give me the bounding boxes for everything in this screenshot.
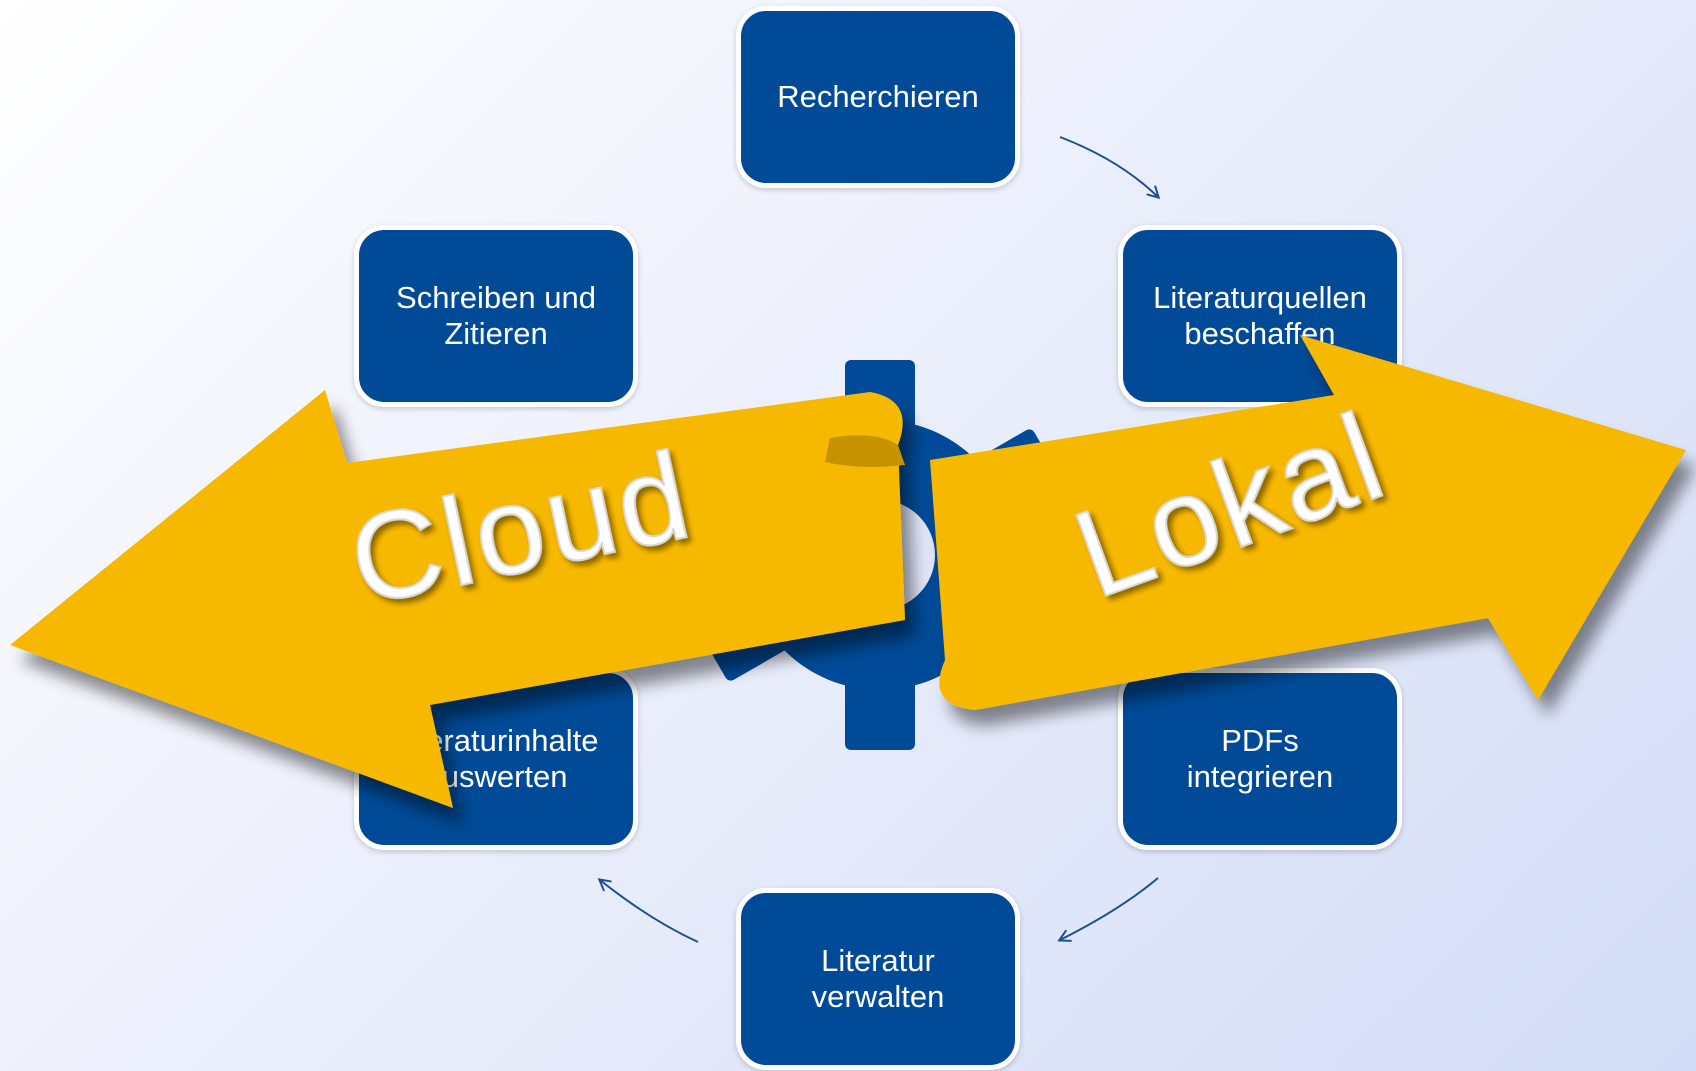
node-literaturinhalte-auswerten: Literaturinhalte auswerten — [354, 668, 638, 850]
connector-arrow-integrieren-to-verwalten — [1060, 877, 1159, 940]
connector-arrow-verwalten-to-auswerten — [600, 880, 699, 943]
connector-arrow-recherchieren-to-beschaffen — [1059, 136, 1158, 197]
gear-icon — [695, 360, 1065, 750]
node-recherchieren: Recherchieren — [736, 6, 1020, 188]
node-pdfs-integrieren: PDFs integrieren — [1118, 668, 1402, 850]
node-literaturquellen-beschaffen: Literaturquellen beschaffen — [1118, 225, 1402, 407]
node-literatur-verwalten: Literatur verwalten — [736, 888, 1020, 1070]
node-schreiben-und-zitieren: Schreiben und Zitieren — [354, 225, 638, 407]
